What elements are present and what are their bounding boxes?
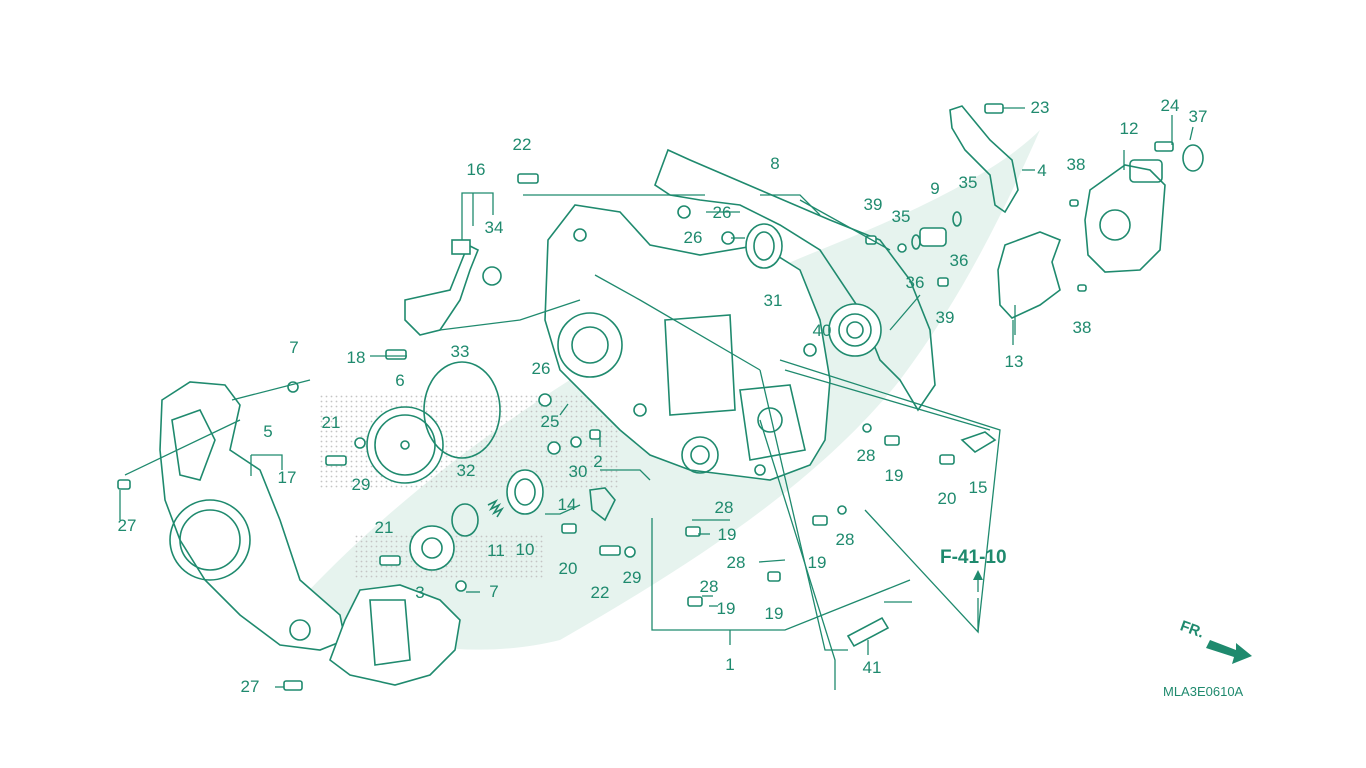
callout-label-c9[interactable]: 9 — [930, 179, 939, 198]
callout-label-c13[interactable]: 13 — [1005, 352, 1024, 371]
bracket-plate — [949, 105, 1019, 214]
callout-labels: 1234567789101112131415161718191919191920… — [118, 96, 1208, 696]
callout-label-c26a[interactable]: 26 — [713, 203, 732, 222]
callout-label-c28a[interactable]: 28 — [857, 446, 876, 465]
water-pump — [1084, 159, 1166, 273]
callout-label-c14[interactable]: 14 — [558, 495, 577, 514]
callout-label-c39b[interactable]: 39 — [936, 308, 955, 327]
callout-label-c32[interactable]: 32 — [457, 461, 476, 480]
callout-label-c38a[interactable]: 38 — [1067, 155, 1086, 174]
callout-label-c5[interactable]: 5 — [263, 422, 272, 441]
callout-label-c34[interactable]: 34 — [485, 218, 504, 237]
callout-label-c41[interactable]: 41 — [863, 658, 882, 677]
shaft-with-rings — [911, 211, 962, 250]
callout-label-c17[interactable]: 17 — [278, 468, 297, 487]
callout-label-c28b[interactable]: 28 — [715, 498, 734, 517]
callout-label-c12[interactable]: 12 — [1120, 119, 1139, 138]
callout-label-c19d[interactable]: 19 — [765, 604, 784, 623]
sensor-assembly — [404, 239, 502, 336]
callout-label-c29b[interactable]: 29 — [623, 568, 642, 587]
callout-label-c35a[interactable]: 35 — [892, 207, 911, 226]
oil-seal — [745, 223, 783, 269]
callout-label-c20b[interactable]: 20 — [559, 559, 578, 578]
clip — [960, 431, 997, 453]
callout-label-c28c[interactable]: 28 — [836, 530, 855, 549]
callout-label-c35b[interactable]: 35 — [959, 173, 978, 192]
callout-label-c22b[interactable]: 22 — [591, 583, 610, 602]
callout-label-c6[interactable]: 6 — [395, 371, 404, 390]
crankcase-cover — [544, 204, 831, 481]
callout-label-c30[interactable]: 30 — [569, 462, 588, 481]
callout-label-c37[interactable]: 37 — [1189, 107, 1208, 126]
callout-label-c31[interactable]: 31 — [764, 291, 783, 310]
callout-label-c26c[interactable]: 26 — [532, 359, 551, 378]
callout-label-c8[interactable]: 8 — [770, 154, 779, 173]
callout-label-c7a[interactable]: 7 — [289, 338, 298, 357]
oil-pipe — [589, 487, 616, 522]
callout-label-c15[interactable]: 15 — [969, 478, 988, 497]
reference-label[interactable]: F-41-10 — [940, 547, 1007, 568]
leader-lines — [119, 107, 1194, 690]
callout-label-c21b[interactable]: 21 — [375, 518, 394, 537]
callout-label-c28d[interactable]: 28 — [727, 553, 746, 572]
callout-label-c36a[interactable]: 36 — [906, 273, 925, 292]
callout-label-c40[interactable]: 40 — [813, 321, 832, 340]
bearing — [828, 303, 882, 357]
callout-label-c19e[interactable]: 19 — [717, 599, 736, 618]
o-ring-33 — [423, 361, 501, 459]
front-arrow-icon — [1206, 640, 1252, 664]
callout-label-c19c[interactable]: 19 — [808, 553, 827, 572]
drawing-code: MLA3E0610A — [1163, 684, 1244, 699]
pipe — [846, 616, 890, 648]
spring — [487, 499, 505, 518]
dowel-39-bottom — [937, 277, 949, 287]
callout-label-c21a[interactable]: 21 — [322, 413, 341, 432]
callout-label-c19a[interactable]: 19 — [885, 466, 904, 485]
callout-label-c11[interactable]: 11 — [487, 541, 505, 560]
o-ring-32 — [451, 503, 479, 537]
callout-label-c36b[interactable]: 36 — [950, 251, 969, 270]
callout-label-c38b[interactable]: 38 — [1073, 318, 1092, 337]
callout-label-c24[interactable]: 24 — [1161, 96, 1180, 115]
callout-label-c2[interactable]: 2 — [593, 452, 602, 471]
callout-label-c28e[interactable]: 28 — [700, 577, 719, 596]
callout-label-c26b[interactable]: 26 — [684, 228, 703, 247]
o-ring-37 — [1182, 144, 1204, 172]
callout-label-c7b[interactable]: 7 — [489, 582, 498, 601]
callout-label-c39a[interactable]: 39 — [864, 195, 883, 214]
pump-gasket — [997, 231, 1062, 319]
front-marker: FR. — [1178, 617, 1207, 641]
callout-label-c23[interactable]: 23 — [1031, 98, 1050, 117]
callout-label-c29a[interactable]: 29 — [352, 475, 371, 494]
callout-label-c27a[interactable]: 27 — [118, 516, 137, 535]
callout-label-c10[interactable]: 10 — [516, 540, 535, 559]
callout-label-c33[interactable]: 33 — [451, 342, 470, 361]
pin-38-top — [1069, 199, 1079, 207]
gasket — [654, 148, 936, 412]
callout-label-c22a[interactable]: 22 — [513, 135, 532, 154]
cover-plate — [366, 406, 444, 484]
callout-label-c19b[interactable]: 19 — [718, 525, 737, 544]
callout-label-c20a[interactable]: 20 — [938, 489, 957, 508]
callout-label-c1[interactable]: 1 — [725, 655, 734, 674]
ref-arrowhead — [973, 570, 983, 580]
callout-label-c27b[interactable]: 27 — [241, 677, 260, 696]
callout-label-c16[interactable]: 16 — [467, 160, 486, 179]
callout-label-c4[interactable]: 4 — [1037, 161, 1046, 180]
oil-filter — [506, 469, 544, 515]
lower-cover — [329, 584, 461, 686]
pin-38-bottom — [1077, 284, 1087, 292]
callout-label-c3[interactable]: 3 — [415, 583, 424, 602]
callout-label-c18[interactable]: 18 — [347, 348, 366, 367]
pump-rotor — [409, 525, 455, 571]
callout-label-c25[interactable]: 25 — [541, 412, 560, 431]
